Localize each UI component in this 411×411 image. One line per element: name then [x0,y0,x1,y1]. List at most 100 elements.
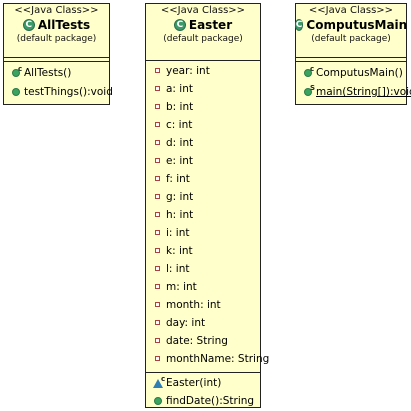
private-field-icon [155,176,160,181]
class-easter[interactable]: <<Java Class>> C Easter (default package… [145,3,269,411]
field-text: a: int [166,83,193,95]
private-field-icon [155,338,160,343]
static-method-icon [304,88,312,96]
public-method-icon [154,397,162,405]
operations-section: c AllTests() testThings():void [4,62,113,106]
private-field-icon [155,122,160,127]
constructor-icon [304,69,312,77]
stereotype-label: <<Java Class>> [160,5,246,16]
private-field-icon [155,230,160,235]
field-text: f: int [166,173,190,185]
field-text: h: int [166,209,194,221]
operation-signature: testThings():void [24,86,113,98]
field-row[interactable]: i: int [146,224,260,242]
separator [296,57,406,58]
field-text: day: int [166,317,206,329]
private-field-icon [155,212,160,217]
package-label: (default package) [163,34,243,44]
package-constructor-icon [153,379,163,388]
operation-row[interactable]: testThings():void [4,83,113,101]
operation-signature: findDate():String [166,395,255,407]
private-field-icon [155,248,160,253]
private-field-icon [155,266,160,271]
stereotype-label: <<Java Class>> [308,5,394,16]
private-field-icon [155,302,160,307]
field-text: l: int [166,263,190,275]
class-header: <<Java Class>> C AllTests (default packa… [4,4,109,50]
field-text: m: int [166,281,197,293]
separator [146,372,260,373]
private-field-icon [155,68,160,73]
class-icon: C [173,19,186,31]
package-label: (default package) [16,34,97,44]
private-field-icon [155,104,160,109]
operation-signature: AllTests() [24,67,72,79]
operation-row[interactable]: findDate():String [146,392,260,410]
field-row[interactable]: g: int [146,188,260,206]
field-row[interactable]: k: int [146,242,260,260]
field-row[interactable]: l: int [146,260,260,278]
separator [296,61,406,62]
field-row[interactable]: d: int [146,134,260,152]
class-icon: C [294,19,304,31]
field-row[interactable]: h: int [146,206,260,224]
separator [146,60,260,61]
field-row[interactable]: m: int [146,278,260,296]
operation-row[interactable]: c AllTests() [4,64,109,82]
field-row[interactable]: year: int [146,62,260,80]
field-text: b: int [166,101,194,113]
constructor-icon [12,69,20,77]
private-field-icon [155,158,160,163]
field-text: month: int [166,299,221,311]
operation-signature: Easter(int) [166,377,222,389]
field-text: monthName: String [166,353,270,365]
class-name: ComputusMain [306,18,408,32]
field-row[interactable]: date: String [146,332,260,350]
field-text: d: int [166,137,194,149]
private-field-icon [155,356,160,361]
field-text: g: int [166,191,194,203]
class-alltests[interactable]: <<Java Class>> C AllTests (default packa… [3,3,113,106]
class-header: <<Java Class>> C Easter (default package… [146,4,260,54]
field-text: k: int [166,245,193,257]
field-row[interactable]: f: int [146,170,260,188]
constructor-marker-icon: c [310,65,315,73]
class-name: AllTests [37,18,91,32]
field-row[interactable]: a: int [146,80,260,98]
operation-signature: main(String[]):void [316,86,411,98]
fields-section: year: int a: int b: int c: int d: int e:… [146,61,269,372]
package-label: (default package) [311,34,391,44]
stereotype-label: <<Java Class>> [14,5,99,16]
private-field-icon [155,320,160,325]
field-text: c: int [166,119,193,131]
public-method-icon [12,88,20,96]
field-text: date: String [166,335,228,347]
class-name: Easter [188,18,233,32]
class-computusmain[interactable]: <<Java Class>> C ComputusMain (default p… [294,3,411,106]
private-field-icon [155,194,160,199]
operation-signature: ComputusMain() [316,67,403,79]
field-row[interactable]: e: int [146,152,260,170]
class-icon: C [22,19,35,31]
operations-section: c Easter(int) findDate():String [146,373,260,411]
private-field-icon [155,284,160,289]
separator [4,61,109,62]
field-row[interactable]: c: int [146,116,260,134]
constructor-marker-icon: c [161,375,166,383]
operations-section: c ComputusMain() S main(String[]):void [296,62,411,106]
static-marker-icon: S [310,84,316,92]
field-row[interactable]: day: int [146,314,260,332]
class-header: <<Java Class>> C ComputusMain (default p… [294,4,408,50]
separator [4,57,109,58]
operation-row[interactable]: c Easter(int) [146,374,260,392]
constructor-marker-icon: c [18,65,23,73]
operation-row[interactable]: c ComputusMain() [296,64,406,82]
class-name-row: C Easter [146,17,260,33]
field-text: e: int [166,155,194,167]
field-row[interactable]: month: int [146,296,260,314]
class-name-row: C ComputusMain [294,17,408,33]
field-row[interactable]: b: int [146,98,260,116]
operation-row[interactable]: S main(String[]):void [296,83,411,101]
field-row[interactable]: monthName: String [146,350,269,368]
field-text: year: int [166,65,210,77]
